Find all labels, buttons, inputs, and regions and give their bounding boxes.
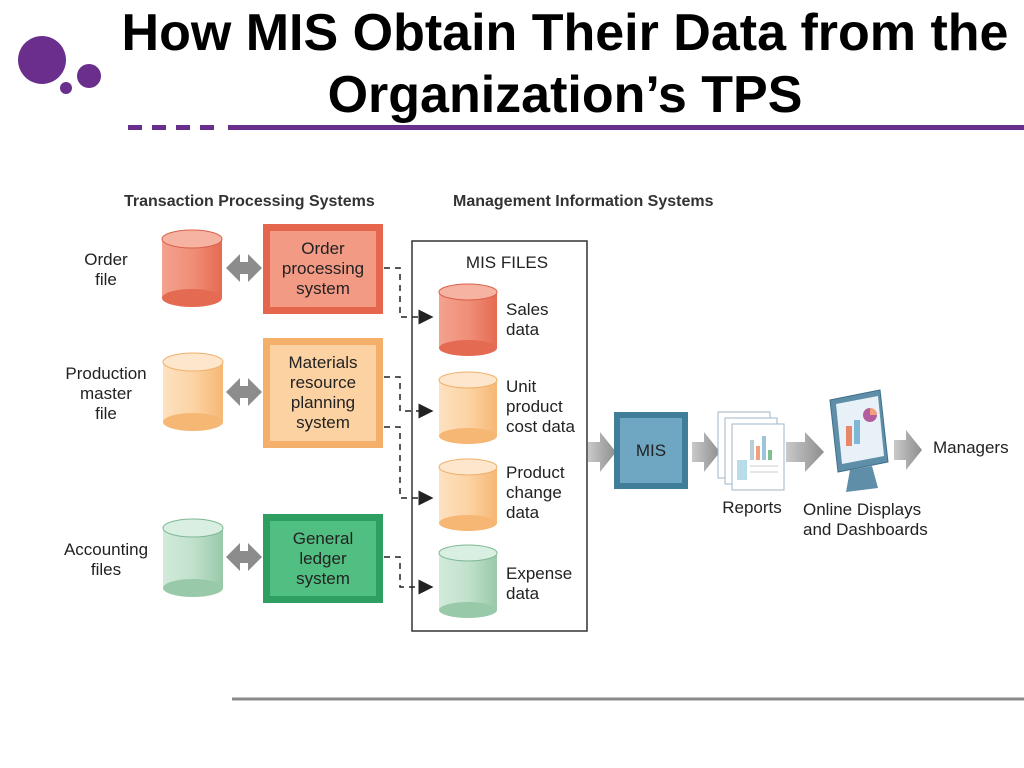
mis-label: MIS <box>635 440 667 460</box>
mis-box <box>614 412 688 489</box>
header-rule <box>128 125 1024 130</box>
materials-system-box <box>263 338 383 448</box>
displays-label: Online Displays and Dashboards <box>803 500 928 539</box>
managers-label: Managers <box>933 438 1009 457</box>
order-file-label: Order file <box>84 250 128 289</box>
monitor-icon <box>829 389 889 492</box>
product-change-cylinder <box>438 458 498 531</box>
unit-cost-label: Unit product cost data <box>506 377 575 436</box>
sales-data-label: Sales data <box>506 300 549 339</box>
production-file-cylinder <box>162 352 224 431</box>
ledger-system-label: General ledger system <box>292 528 354 588</box>
production-file-label: Production master file <box>65 364 147 423</box>
ledger-system-box <box>263 514 383 603</box>
accounting-file-cylinder <box>162 518 224 597</box>
order-system-box <box>263 224 383 314</box>
logo-dots-icon <box>18 36 101 94</box>
accounting-file-label: Accounting files <box>63 540 149 579</box>
page-title: How MIS Obtain Their Data from the Organ… <box>121 4 1009 124</box>
order-file-cylinder <box>161 229 223 307</box>
sales-data-cylinder <box>438 283 498 356</box>
tps-header: Transaction Processing Systems <box>124 193 375 210</box>
mis-header: Management Information Systems <box>453 193 714 210</box>
order-system-label: Order processing system <box>281 239 365 298</box>
expense-data-label: Expense data <box>506 564 573 603</box>
dashed-connectors <box>384 267 434 595</box>
expense-data-cylinder <box>438 544 498 618</box>
double-arrows <box>226 254 262 571</box>
mis-files-title: MIS FILES <box>465 253 549 272</box>
reports-label: Reports <box>722 498 782 517</box>
flow-arrows <box>588 430 922 472</box>
unit-cost-cylinder <box>438 371 498 444</box>
reports-icon <box>717 411 785 491</box>
product-change-label: Product change data <box>506 463 565 522</box>
materials-system-label: Materials resource planning system <box>288 353 358 432</box>
